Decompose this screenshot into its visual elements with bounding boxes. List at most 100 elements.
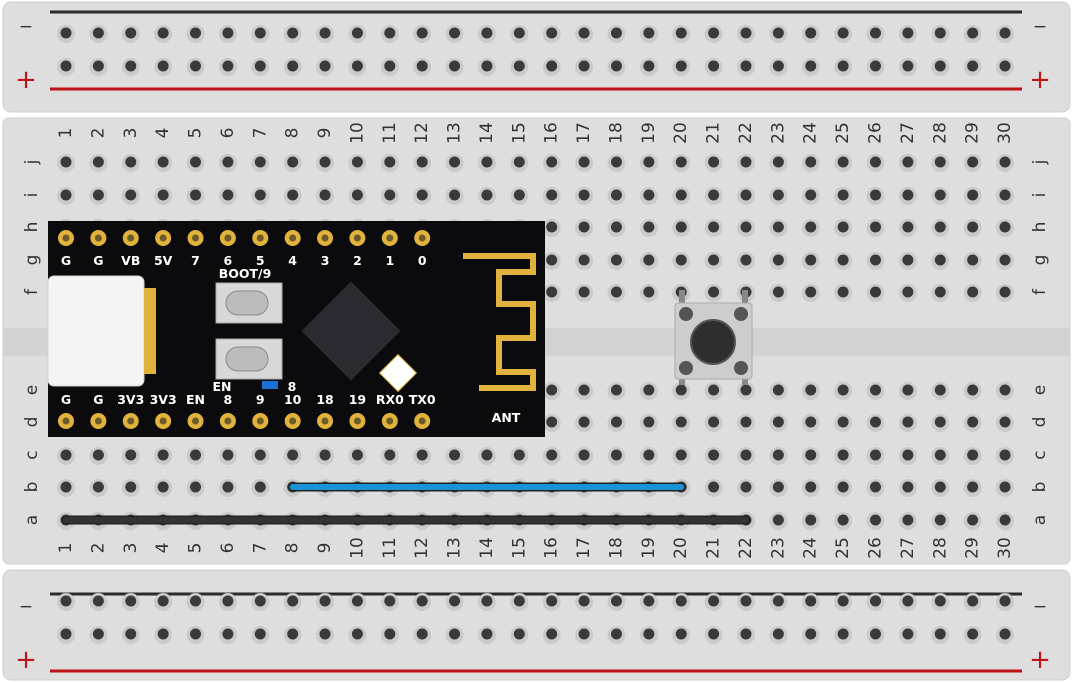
hole-b30[interactable] [996,479,1015,497]
rail-hole[interactable] [931,626,950,644]
hole-b3[interactable] [121,479,140,497]
hole-a29[interactable] [963,512,982,530]
rail-hole[interactable] [639,626,658,644]
rail-hole[interactable] [931,593,950,611]
hole-h26[interactable] [866,219,885,237]
hole-g27[interactable] [898,252,917,270]
rail-hole[interactable] [801,593,820,611]
rail-hole[interactable] [996,593,1015,611]
hole-g16[interactable] [542,252,561,270]
rail-hole[interactable] [704,25,723,43]
hole-a23[interactable] [769,512,788,530]
hole-e25[interactable] [834,382,853,400]
hole-b26[interactable] [866,479,885,497]
hole-i2[interactable] [89,187,108,205]
rail-hole[interactable] [89,626,108,644]
rail-hole[interactable] [866,626,885,644]
hole-h19[interactable] [639,219,658,237]
hole-i11[interactable] [380,187,399,205]
rail-hole[interactable] [672,25,691,43]
hole-e20[interactable] [672,382,691,400]
hole-j10[interactable] [348,154,367,172]
rail-hole[interactable] [380,593,399,611]
rail-hole[interactable] [121,25,140,43]
hole-g26[interactable] [866,252,885,270]
hole-f24[interactable] [801,284,820,302]
hole-j13[interactable] [445,154,464,172]
rail-hole[interactable] [898,626,917,644]
hole-h23[interactable] [769,219,788,237]
hole-g28[interactable] [931,252,950,270]
hole-i24[interactable] [801,187,820,205]
rail-hole[interactable] [931,58,950,76]
hole-h18[interactable] [607,219,626,237]
hole-d30[interactable] [996,414,1015,432]
hole-j25[interactable] [834,154,853,172]
rail-hole[interactable] [251,593,270,611]
hole-i18[interactable] [607,187,626,205]
rail-hole[interactable] [413,593,432,611]
rail-hole[interactable] [186,593,205,611]
hole-f26[interactable] [866,284,885,302]
hole-c23[interactable] [769,447,788,465]
hole-b25[interactable] [834,479,853,497]
hole-c5[interactable] [186,447,205,465]
hole-f21[interactable] [704,284,723,302]
rail-hole[interactable] [672,593,691,611]
rail-hole[interactable] [380,626,399,644]
hole-f28[interactable] [931,284,950,302]
hole-j26[interactable] [866,154,885,172]
hole-j8[interactable] [283,154,302,172]
rail-hole[interactable] [639,25,658,43]
hole-j21[interactable] [704,154,723,172]
rail-hole[interactable] [607,593,626,611]
hole-j14[interactable] [477,154,496,172]
rail-hole[interactable] [89,25,108,43]
hole-i3[interactable] [121,187,140,205]
hole-b4[interactable] [154,479,173,497]
hole-j12[interactable] [413,154,432,172]
rail-hole[interactable] [575,25,594,43]
hole-c22[interactable] [736,447,755,465]
rail-hole[interactable] [510,58,529,76]
hole-f23[interactable] [769,284,788,302]
rail-hole[interactable] [801,58,820,76]
hole-i13[interactable] [445,187,464,205]
hole-h22[interactable] [736,219,755,237]
hole-i7[interactable] [251,187,270,205]
rail-hole[interactable] [736,626,755,644]
rail-hole[interactable] [996,25,1015,43]
rail-hole[interactable] [769,593,788,611]
rail-hole[interactable] [639,58,658,76]
hole-c25[interactable] [834,447,853,465]
rail-hole[interactable] [801,626,820,644]
hole-i14[interactable] [477,187,496,205]
hole-c15[interactable] [510,447,529,465]
hole-d18[interactable] [607,414,626,432]
hole-c3[interactable] [121,447,140,465]
rail-hole[interactable] [575,626,594,644]
hole-f30[interactable] [996,284,1015,302]
hole-c13[interactable] [445,447,464,465]
hole-c30[interactable] [996,447,1015,465]
hole-g20[interactable] [672,252,691,270]
hole-d19[interactable] [639,414,658,432]
hole-i28[interactable] [931,187,950,205]
hole-j3[interactable] [121,154,140,172]
hole-g19[interactable] [639,252,658,270]
rail-hole[interactable] [316,593,335,611]
rail-hole[interactable] [380,25,399,43]
rail-hole[interactable] [769,626,788,644]
hole-f18[interactable] [607,284,626,302]
rail-hole[interactable] [89,58,108,76]
hole-i12[interactable] [413,187,432,205]
rail-hole[interactable] [801,25,820,43]
hole-i9[interactable] [316,187,335,205]
hole-i1[interactable] [57,187,75,205]
hole-c28[interactable] [931,447,950,465]
rail-hole[interactable] [348,593,367,611]
hole-b24[interactable] [801,479,820,497]
rail-hole[interactable] [218,25,237,43]
rail-hole[interactable] [736,593,755,611]
